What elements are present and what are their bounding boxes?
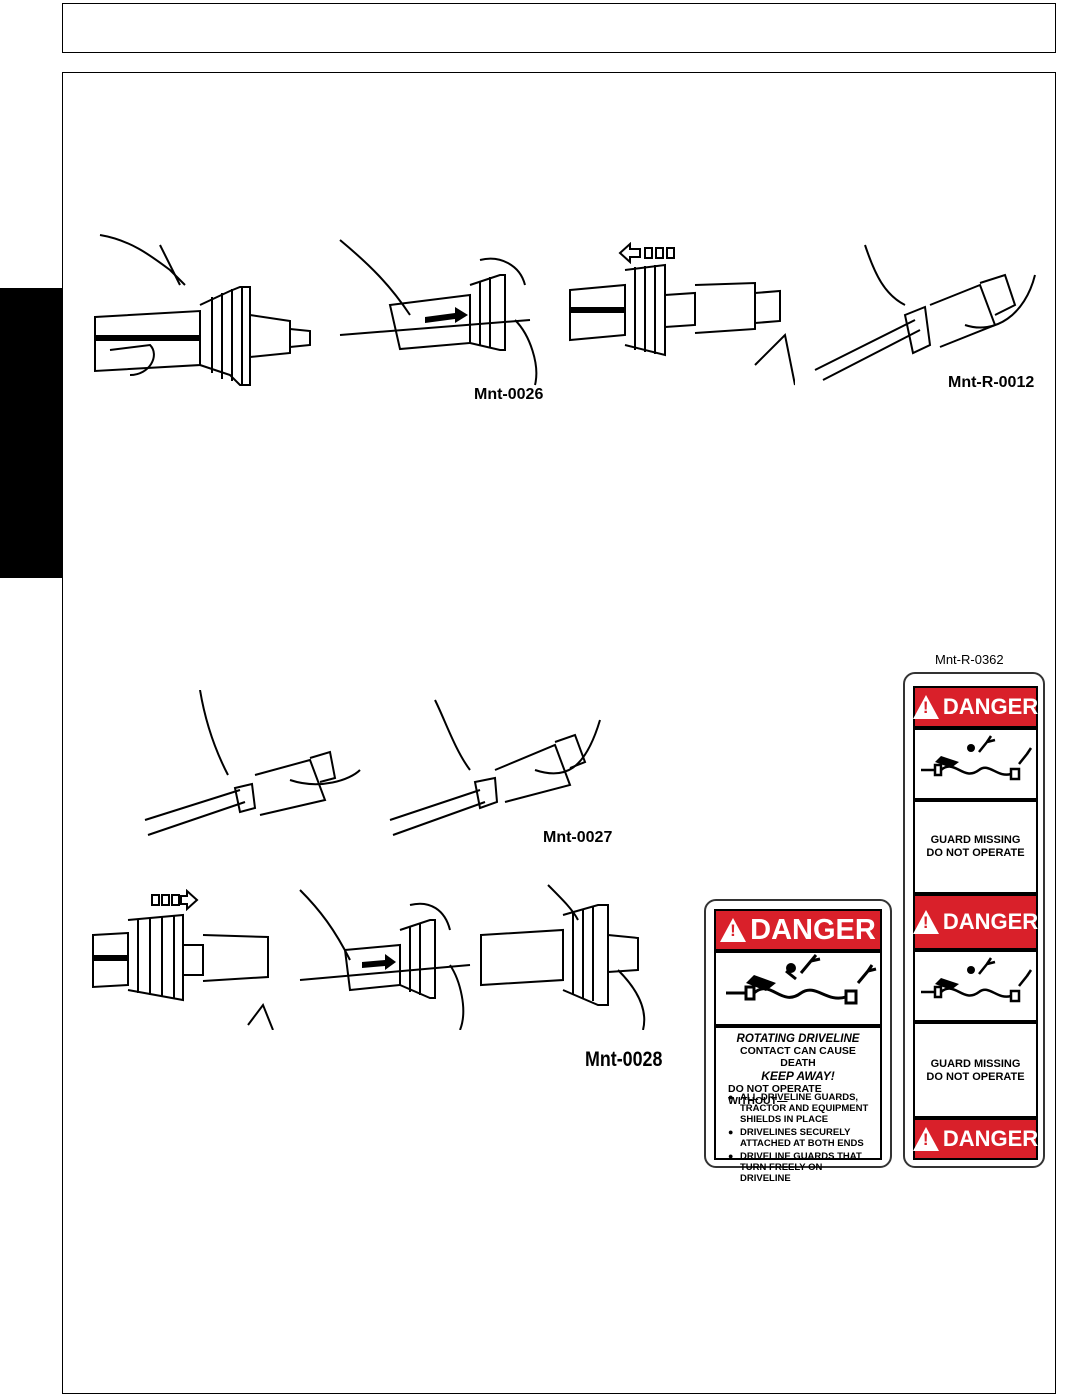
danger-header-text: DANGER — [942, 909, 1039, 934]
warning-triangle-icon — [912, 1127, 939, 1151]
illustration-tighten-guard — [478, 880, 668, 1030]
illustration-install-bearing — [140, 690, 365, 840]
illustration-pry-bearing — [805, 235, 1045, 385]
figure-label-mnt-0026: Mnt-0026 — [474, 386, 544, 403]
entanglement-pictogram-panel — [913, 728, 1038, 800]
danger-header-text: DANGER — [942, 694, 1039, 719]
figure-label-mnt-0027: Mnt-0027 — [543, 829, 613, 846]
do-not-operate-text: DO NOT OPERATE — [926, 847, 1025, 859]
arrow-right-icon — [150, 889, 200, 911]
driveline-warning-text: ROTATING DRIVELINE CONTACT CAN CAUSE DEA… — [728, 1033, 868, 1107]
warning-triangle-icon — [912, 910, 939, 934]
guard-missing-panel: GUARD MISSING DO NOT OPERATE — [913, 800, 1038, 894]
warning-line-2: CONTACT CAN CAUSE DEATH — [740, 1045, 856, 1069]
entanglement-pictogram-icon — [726, 954, 877, 1005]
content-frame — [62, 72, 1056, 1394]
danger-header-text: DANGER — [750, 913, 876, 946]
danger-header: DANGER — [714, 909, 882, 951]
illustration-seat-bearing — [385, 690, 610, 840]
warning-line-3: KEEP AWAY! — [761, 1069, 835, 1083]
do-not-operate-text: DO NOT OPERATE — [926, 1071, 1025, 1083]
guard-missing-text: GUARD MISSING — [930, 834, 1021, 846]
illustration-remove-guard — [330, 225, 560, 390]
header-box — [62, 3, 1056, 53]
illustration-slide-guard-on — [88, 905, 283, 1030]
warning-bullet: DRIVELINE GUARDS THAT TURN FREELY ON DRI… — [728, 1151, 872, 1184]
guard-missing-panel: GUARD MISSING DO NOT OPERATE — [913, 1022, 1038, 1118]
warning-triangle-icon — [720, 918, 747, 942]
warning-line-1: ROTATING DRIVELINE — [736, 1033, 860, 1045]
figure-label-mnt-r-0362: Mnt-R-0362 — [935, 652, 1004, 667]
entanglement-pictogram-icon — [921, 957, 1033, 1003]
entanglement-pictogram-panel — [714, 951, 882, 1026]
entanglement-pictogram-panel — [913, 950, 1038, 1022]
arrow-left-icon — [618, 242, 678, 264]
illustration-twist-guard-on — [290, 880, 485, 1030]
danger-header-text: DANGER — [942, 1126, 1039, 1151]
guard-missing-text: GUARD MISSING — [930, 1058, 1021, 1070]
illustration-unscrew-guard — [90, 225, 320, 390]
danger-decal-rotating-driveline: DANGER ROTATING DRIVELINE CONTACT CAN CA… — [704, 899, 892, 1184]
danger-header-bottom: DANGER — [912, 1118, 1039, 1160]
illustration-pull-guard-off — [565, 225, 795, 390]
warning-bullet: DRIVELINES SECURELY ATTACHED AT BOTH END… — [728, 1127, 872, 1149]
entanglement-pictogram-icon — [921, 735, 1033, 781]
figure-label-mnt-r-0012: Mnt-R-0012 — [948, 374, 1035, 391]
warning-triangle-icon — [912, 695, 939, 719]
figure-label-mnt-0028: Mnt-0028 — [585, 1048, 663, 1071]
danger-text-panel: ROTATING DRIVELINE CONTACT CAN CAUSE DEA… — [714, 1026, 882, 1184]
danger-header-mid: DANGER — [912, 894, 1039, 950]
warning-bullets: ALL DRIVELINE GUARDS, TRACTOR AND EQUIPM… — [728, 1092, 872, 1186]
warning-bullet: ALL DRIVELINE GUARDS, TRACTOR AND EQUIPM… — [728, 1092, 872, 1125]
danger-header-top: DANGER — [912, 686, 1039, 728]
section-side-tab — [0, 288, 63, 578]
danger-decal-guard-missing: DANGER GUARD MISSING DO NOT OPERATE DANG… — [903, 672, 1045, 1168]
